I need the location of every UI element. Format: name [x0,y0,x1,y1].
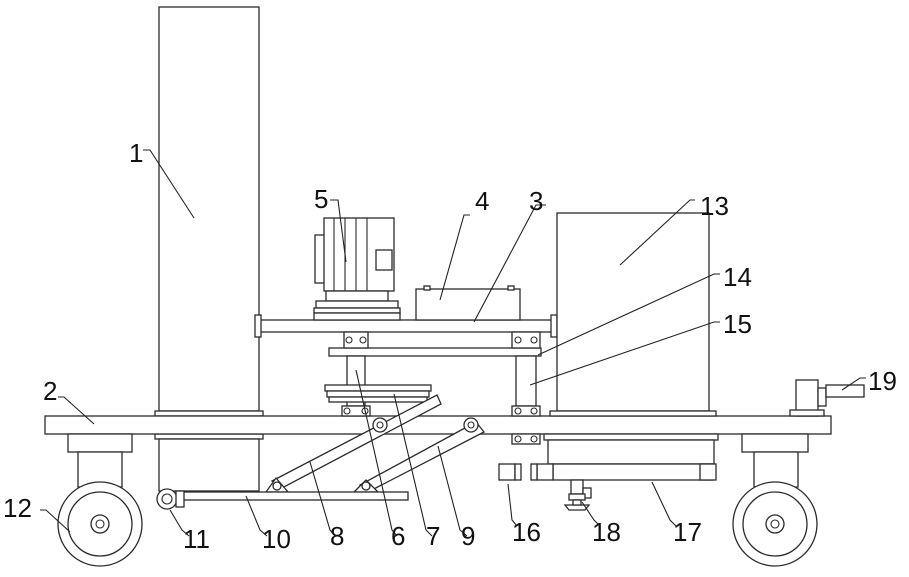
label-3: 3 [529,186,543,216]
label-19: 19 [868,366,897,396]
part-11-small-wheel [157,489,184,509]
label-14: 14 [723,262,752,292]
label-13: 13 [700,191,729,221]
label-2: 2 [43,376,57,406]
label-11: 11 [183,524,210,554]
label-8: 8 [330,521,344,551]
label-9: 9 [461,521,475,551]
label-6: 6 [391,521,405,551]
label-10: 10 [262,524,291,554]
part-2-base-plate [45,416,831,434]
label-12: 12 [3,493,32,523]
part-17-lower-box [548,440,714,480]
part-4-block [416,286,520,320]
caster-right [733,434,817,566]
part-13-tank [544,213,718,440]
part-7-cam [325,385,431,402]
label-7: 7 [426,521,440,551]
part-8-9-linkage [266,395,484,492]
part-10-pedal [180,492,408,500]
part-19-handle [790,380,864,416]
label-16: 16 [512,517,541,547]
label-5: 5 [314,184,328,214]
label-18: 18 [592,517,621,547]
part-14-plate [329,348,541,356]
label-17: 17 [673,517,702,547]
label-4: 4 [475,186,489,216]
part-18-screw [565,480,591,510]
part-12-caster-left [58,434,142,566]
label-1: 1 [129,138,143,168]
shaft-left [342,332,370,416]
part-5-motor [314,218,400,320]
label-15: 15 [723,309,752,339]
